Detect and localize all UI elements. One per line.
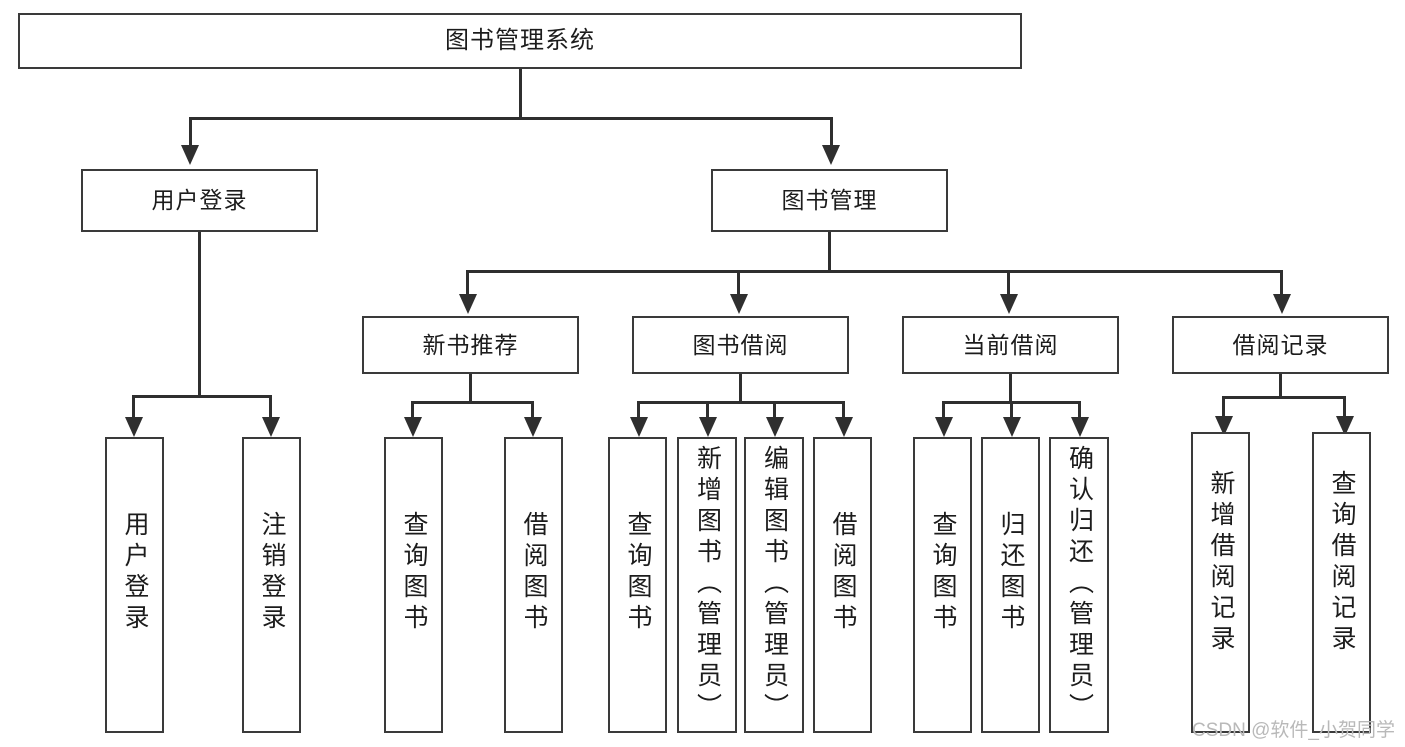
node-label: 查询图书 <box>624 511 652 635</box>
node-label: 用户登录 <box>151 187 248 214</box>
node-leaf-query-book-1[interactable]: 查询图书 <box>384 437 443 733</box>
connector-root-bus <box>189 117 833 120</box>
arrow-to-leaf-edit-book <box>766 417 784 437</box>
arrow-to-leaf-confirm-return <box>1071 417 1089 437</box>
arrow-to-leaf-logout-login <box>262 417 280 437</box>
connector-bookmanage-bus <box>466 270 1283 273</box>
node-leaf-borrow-book-2[interactable]: 借阅图书 <box>813 437 872 733</box>
connector-borrowrecord-drop-1 <box>1222 396 1225 416</box>
node-label: 查询图书 <box>929 511 957 635</box>
connector-root-stem <box>519 69 522 117</box>
connector-bookborrow-drop-1 <box>637 401 640 417</box>
node-label: 编辑图书（管理员） <box>760 445 789 724</box>
arrow-to-leaf-return-book <box>1003 417 1021 437</box>
node-label: 归还图书 <box>997 511 1025 635</box>
node-leaf-query-book-2[interactable]: 查询图书 <box>608 437 667 733</box>
node-label: 借阅记录 <box>1232 331 1329 358</box>
node-leaf-return-book[interactable]: 归还图书 <box>981 437 1040 733</box>
connector-bookborrow-bus <box>637 401 845 404</box>
arrow-to-book-borrow <box>730 294 748 314</box>
connector-bookmanage-stem <box>828 232 831 270</box>
connector-currentborrow-drop-1 <box>942 401 945 417</box>
arrow-to-leaf-user-login <box>125 417 143 437</box>
node-label: 新增借阅记录 <box>1207 470 1235 656</box>
connector-newbook-drop-1 <box>411 401 414 417</box>
connector-bookmanage-drop-3 <box>1007 270 1010 294</box>
node-label: 当前借阅 <box>962 331 1059 358</box>
node-label: 用户登录 <box>121 511 149 635</box>
node-label: 注销登录 <box>258 511 286 635</box>
node-book-borrow[interactable]: 图书借阅 <box>632 316 849 374</box>
arrow-to-new-book-recommend <box>459 294 477 314</box>
node-label: 借阅图书 <box>520 511 548 635</box>
connector-userlogin-bus <box>132 395 271 398</box>
csdn-watermark: CSDN @软件_小贺同学 <box>1192 720 1395 741</box>
node-label: 借阅图书 <box>829 511 857 635</box>
connector-bookborrow-drop-4 <box>842 401 845 417</box>
connector-currentborrow-drop-3 <box>1078 401 1081 417</box>
arrow-to-book-manage <box>822 145 840 165</box>
connector-root-drop-left <box>189 117 192 145</box>
node-leaf-logout-login[interactable]: 注销登录 <box>242 437 301 733</box>
node-label: 新增图书（管理员） <box>693 445 722 724</box>
node-current-borrow[interactable]: 当前借阅 <box>902 316 1119 374</box>
connector-currentborrow-drop-2 <box>1010 401 1013 417</box>
node-leaf-user-login[interactable]: 用户登录 <box>105 437 164 733</box>
connector-bookborrow-stem <box>739 374 742 401</box>
node-label: 图书借阅 <box>692 331 789 358</box>
node-leaf-edit-book[interactable]: 编辑图书（管理员） <box>744 437 804 733</box>
arrow-to-leaf-query-book-1 <box>404 417 422 437</box>
connector-bookborrow-drop-2 <box>706 401 709 417</box>
connector-newbook-bus <box>411 401 534 404</box>
connector-borrowrecord-drop-2 <box>1343 396 1346 416</box>
arrow-to-borrow-record <box>1273 294 1291 314</box>
node-borrow-record[interactable]: 借阅记录 <box>1172 316 1389 374</box>
connector-root-drop-right <box>830 117 833 145</box>
connector-borrowrecord-bus <box>1222 396 1346 399</box>
connector-currentborrow-stem <box>1009 374 1012 401</box>
arrow-to-leaf-borrow-book-1 <box>524 417 542 437</box>
node-label: 查询借阅记录 <box>1328 470 1356 656</box>
arrow-to-current-borrow <box>1000 294 1018 314</box>
node-leaf-query-book-3[interactable]: 查询图书 <box>913 437 972 733</box>
node-root-system[interactable]: 图书管理系统 <box>18 13 1022 69</box>
arrow-to-leaf-query-book-3 <box>935 417 953 437</box>
node-leaf-confirm-return[interactable]: 确认归还（管理员） <box>1049 437 1109 733</box>
node-leaf-add-record[interactable]: 新增借阅记录 <box>1191 432 1250 733</box>
connector-newbook-drop-2 <box>531 401 534 417</box>
connector-bookmanage-drop-4 <box>1280 270 1283 294</box>
connector-userlogin-drop-2 <box>269 395 272 417</box>
arrow-to-user-login <box>181 145 199 165</box>
node-leaf-add-book[interactable]: 新增图书（管理员） <box>677 437 737 733</box>
node-leaf-borrow-book-1[interactable]: 借阅图书 <box>504 437 563 733</box>
connector-userlogin-drop-1 <box>132 395 135 417</box>
node-label: 新书推荐 <box>422 331 519 358</box>
node-book-manage[interactable]: 图书管理 <box>711 169 948 232</box>
arrow-to-leaf-add-book <box>699 417 717 437</box>
node-label: 确认归还（管理员） <box>1065 445 1094 724</box>
arrow-to-leaf-query-record <box>1336 416 1354 436</box>
node-label: 查询图书 <box>400 511 428 635</box>
node-label: 图书管理 <box>781 187 878 214</box>
arrow-to-leaf-add-record <box>1215 416 1233 436</box>
connector-borrowrecord-stem <box>1279 374 1282 396</box>
node-user-login[interactable]: 用户登录 <box>81 169 318 232</box>
connector-userlogin-stem <box>198 232 201 395</box>
node-leaf-query-record[interactable]: 查询借阅记录 <box>1312 432 1371 733</box>
connector-bookmanage-drop-2 <box>737 270 740 294</box>
connector-bookborrow-drop-3 <box>773 401 776 417</box>
arrow-to-leaf-query-book-2 <box>630 417 648 437</box>
connector-newbook-stem <box>469 374 472 401</box>
node-label: 图书管理系统 <box>445 27 595 55</box>
arrow-to-leaf-borrow-book-2 <box>835 417 853 437</box>
node-new-book-recommend[interactable]: 新书推荐 <box>362 316 579 374</box>
connector-bookmanage-drop-1 <box>466 270 469 294</box>
